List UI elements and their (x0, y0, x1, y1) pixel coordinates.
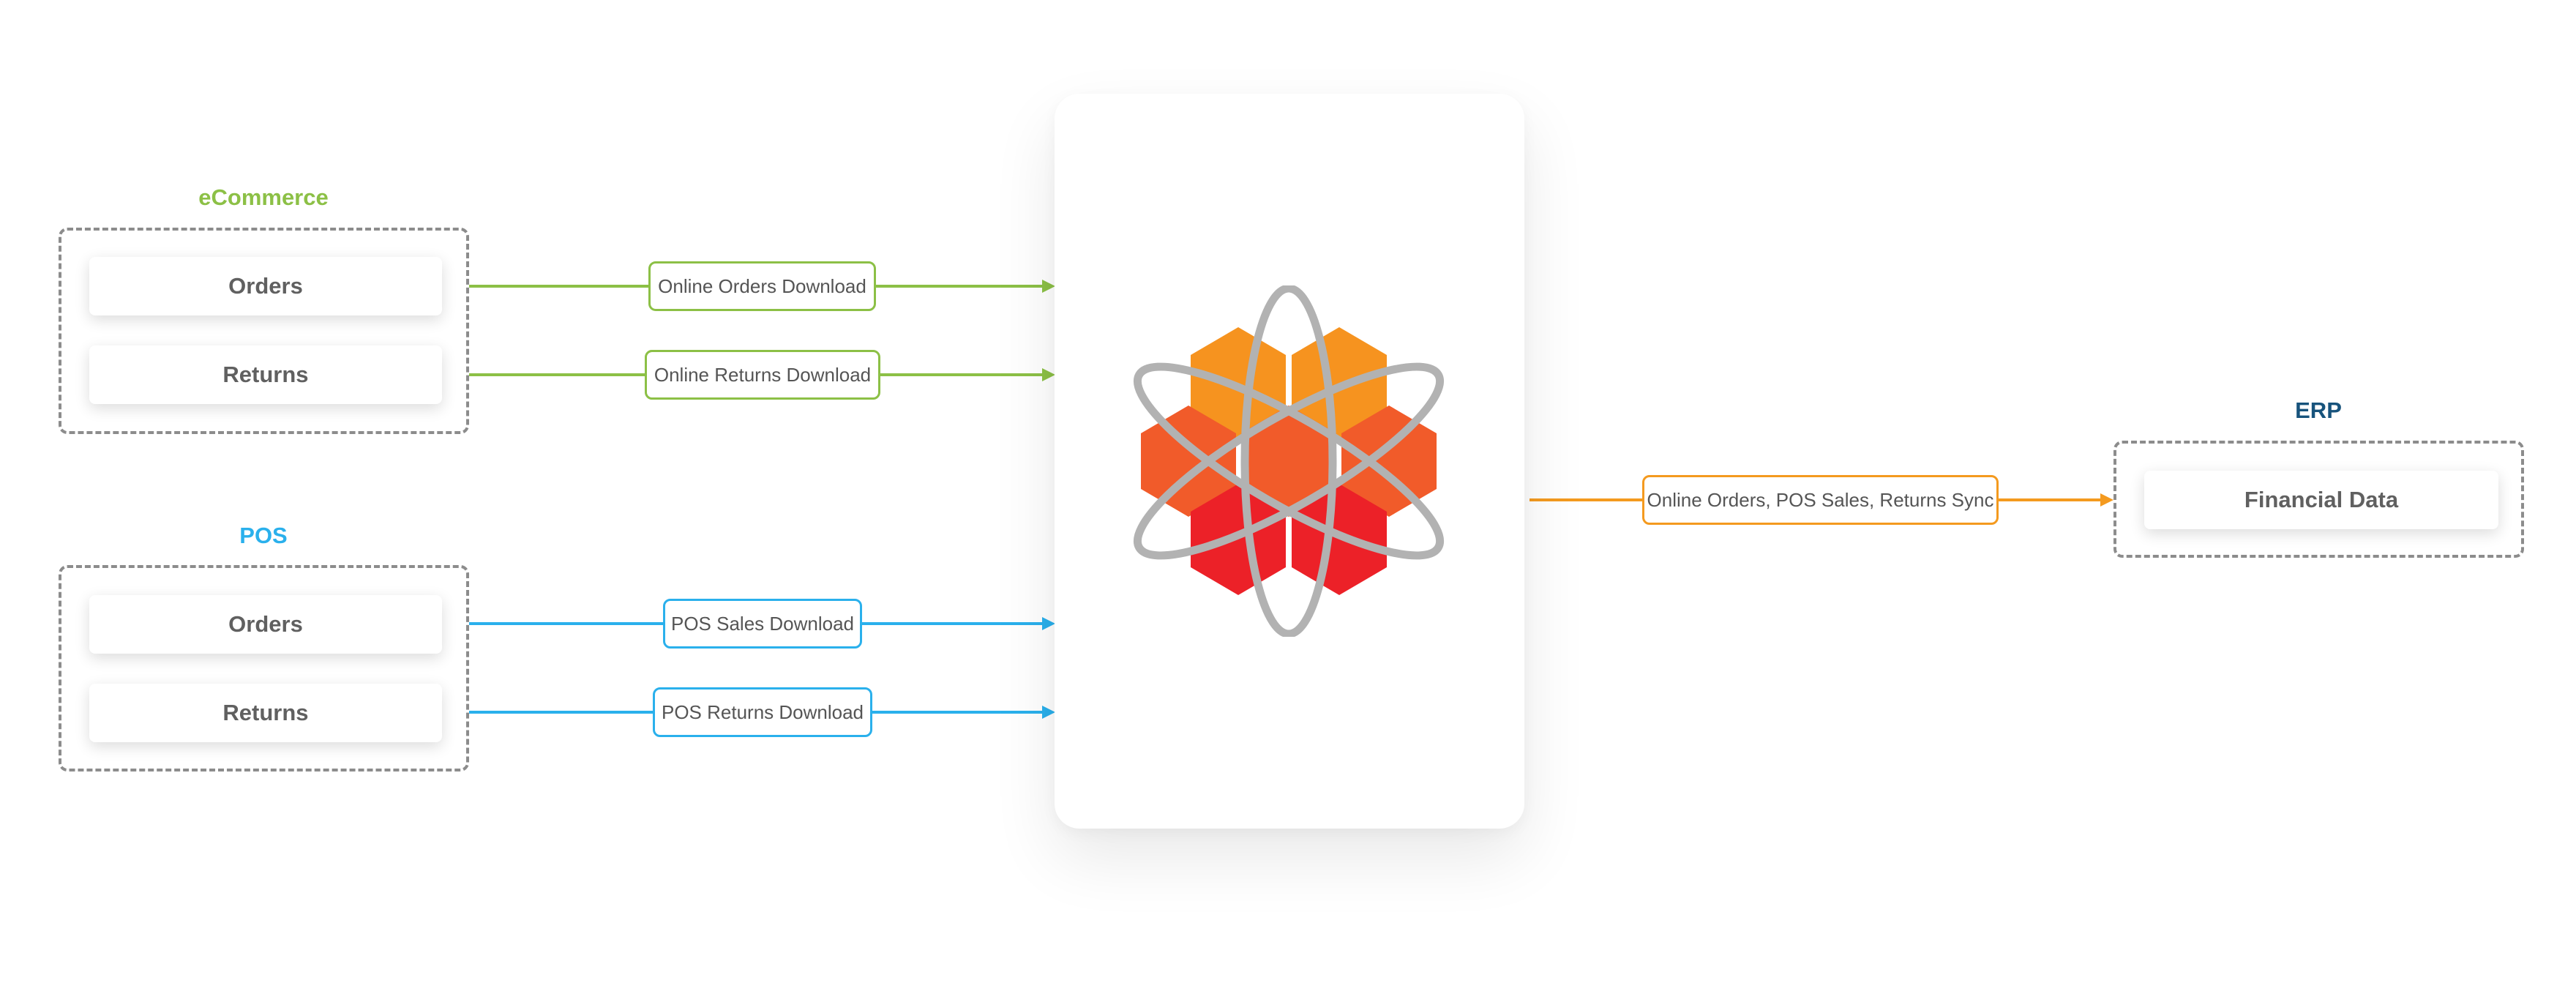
ecommerce-returns-label: Returns (222, 362, 309, 387)
erp-financial-data-card[interactable]: Financial Data (2144, 471, 2498, 529)
flow-label-pos-returns: POS Returns Download (653, 687, 872, 737)
arrowhead-online-orders (1042, 280, 1055, 293)
pos-returns-label: Returns (222, 700, 309, 725)
arrowhead-sync (2100, 493, 2113, 507)
pos-returns-card[interactable]: Returns (89, 684, 442, 742)
orbit-vertical (1240, 285, 1337, 637)
pos-orders-label: Orders (228, 611, 303, 637)
pos-orders-card[interactable]: Orders (89, 595, 442, 654)
flow-label-online-returns: Online Returns Download (645, 350, 880, 400)
erp-group: Financial Data (2113, 441, 2524, 558)
erp-group-title: ERP (2295, 397, 2342, 423)
flow-label-online-orders: Online Orders Download (648, 261, 876, 311)
orbit-tilted-left (1133, 362, 1445, 560)
hub-card (1055, 94, 1524, 829)
hex-middle-right (1341, 406, 1437, 517)
ecommerce-group: Orders Returns (59, 228, 469, 434)
hexagon-atom-logo-icon (1133, 285, 1445, 637)
ecommerce-orders-card[interactable]: Orders (89, 257, 442, 315)
pos-group-title: POS (239, 523, 288, 548)
ecommerce-group-title: eCommerce (198, 184, 329, 210)
arrowhead-online-returns (1042, 368, 1055, 381)
ecommerce-orders-label: Orders (228, 273, 303, 299)
flow-label-pos-sales: POS Sales Download (663, 599, 862, 649)
hex-center (1241, 406, 1336, 517)
hex-middle-left (1141, 406, 1236, 517)
arrowhead-pos-returns (1042, 706, 1055, 719)
arrowhead-pos-sales (1042, 617, 1055, 630)
pos-group: Orders Returns (59, 565, 469, 771)
ecommerce-returns-card[interactable]: Returns (89, 345, 442, 404)
orbit-tilted-right (1133, 362, 1445, 560)
flow-label-sync: Online Orders, POS Sales, Returns Sync (1642, 475, 1999, 525)
erp-financial-data-label: Financial Data (2244, 487, 2399, 512)
